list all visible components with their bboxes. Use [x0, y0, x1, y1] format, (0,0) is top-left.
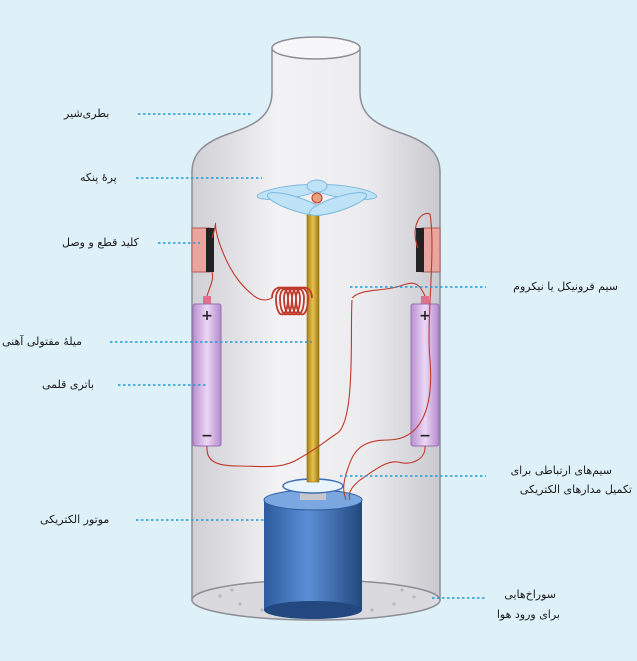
- switch-left: [191, 227, 214, 273]
- label-air-holes-line2: برای ورود هوا: [496, 608, 560, 621]
- label-bottle: بطری‌شیر: [64, 107, 110, 120]
- battery-left: [192, 296, 222, 447]
- iron-rod: [306, 207, 320, 483]
- electric-motor: [263, 478, 363, 619]
- battery-left-minus: −: [201, 428, 213, 444]
- battery-right-plus: +: [419, 308, 431, 324]
- air-holes: [218, 588, 416, 612]
- label-air-holes-line1: سوراخ‌هایی: [504, 588, 556, 601]
- connecting-wires: [206, 212, 433, 501]
- leader-lines: [110, 113, 486, 599]
- bottle-mouth: [271, 36, 361, 60]
- label-switch: کلید قطع و وصل: [62, 236, 139, 249]
- label-motor: موتور الکتریکی: [40, 513, 110, 526]
- battery-right-minus: −: [419, 428, 431, 444]
- nichrome-coil: [271, 286, 313, 316]
- label-pencil-battery: باتری قلمی: [42, 378, 95, 391]
- label-iron-rod: میلهٔ مفتولی آهنی: [2, 335, 83, 348]
- fan-blades: [256, 179, 378, 216]
- switch-right: [416, 227, 441, 273]
- label-fan-blade: پرهٔ پنکه: [80, 171, 117, 184]
- label-nichrome-wire: سیم فرونیکل یا نیکروم: [513, 280, 618, 293]
- label-connecting-wires-line2: تکمیل مدارهای الکتریکی: [519, 483, 632, 496]
- battery-left-plus: +: [201, 308, 213, 324]
- label-connecting-wires-line1: سیم‌های ارتباطی برای: [510, 464, 612, 477]
